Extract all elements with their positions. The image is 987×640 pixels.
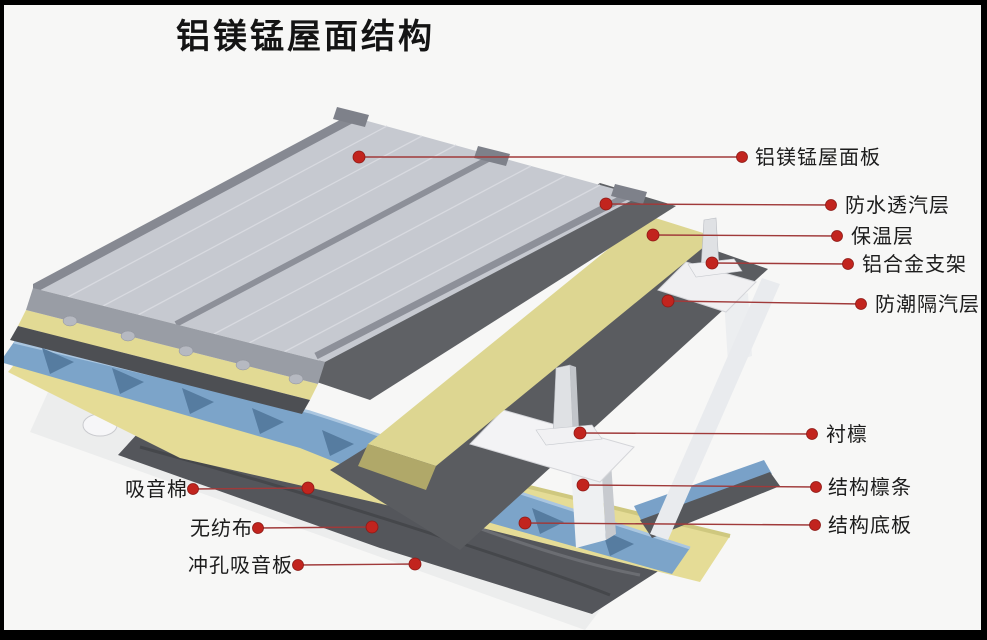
leader-dot bbox=[301, 481, 315, 495]
leader-dot bbox=[831, 230, 843, 242]
leader-dot bbox=[518, 516, 532, 530]
roof-panel-grooves bbox=[67, 125, 601, 353]
leader-line bbox=[652, 234, 838, 237]
leader-line bbox=[297, 563, 416, 566]
left-insulation-strip bbox=[18, 310, 318, 400]
leader-dot bbox=[806, 428, 818, 440]
roof-eave-tabs bbox=[62, 315, 304, 385]
leader-line bbox=[257, 526, 373, 529]
leader-line bbox=[711, 262, 849, 265]
leader-dot bbox=[576, 478, 590, 492]
leader-dot bbox=[705, 256, 719, 270]
diagram-canvas: 铝镁锰屋面结构 铝镁锰屋面板 防水透汽层 保温层 铝合金支架 防潮隔汽层 衬檩 … bbox=[4, 18, 980, 630]
label-roof-panel: 铝镁锰屋面板 bbox=[755, 146, 881, 169]
leader-line bbox=[667, 300, 862, 305]
leader-dot bbox=[408, 557, 422, 571]
leader-line bbox=[605, 203, 832, 206]
leader-dot bbox=[646, 228, 660, 242]
roof-seam-caps bbox=[333, 107, 647, 204]
left-membrane-strip bbox=[10, 326, 310, 414]
leader-dot bbox=[352, 150, 366, 164]
roof-eave-fascia bbox=[26, 288, 325, 384]
diagram-background: 铝镁锰屋面结构 铝镁锰屋面板 防水透汽层 保温层 铝合金支架 防潮隔汽层 衬檩 … bbox=[4, 5, 981, 630]
label-insulation: 保温层 bbox=[851, 225, 914, 248]
leader-dots bbox=[187, 150, 867, 571]
leader-dot bbox=[825, 199, 837, 211]
label-vapor-barrier: 防潮隔汽层 bbox=[875, 293, 980, 316]
label-waterproof: 防水透汽层 bbox=[845, 194, 950, 217]
leader-line bbox=[582, 484, 817, 488]
roof-standing-seams bbox=[174, 153, 633, 360]
label-structural-purlin: 结构檩条 bbox=[828, 476, 912, 499]
leader-dot bbox=[292, 559, 304, 571]
label-structural-deck: 结构底板 bbox=[828, 514, 912, 537]
leader-line bbox=[192, 487, 309, 490]
leader-dot bbox=[599, 197, 613, 211]
roof-left-seam bbox=[33, 113, 353, 294]
roof-panel-assembly bbox=[26, 107, 647, 385]
label-perforated-panel: 冲孔吸音板 bbox=[188, 554, 293, 577]
leader-lines bbox=[192, 156, 862, 566]
leader-line bbox=[524, 522, 816, 526]
label-liner-purlin: 衬檩 bbox=[826, 423, 868, 446]
leader-dot bbox=[661, 294, 675, 308]
leader-dot bbox=[187, 483, 199, 495]
leader-dot bbox=[855, 298, 867, 310]
label-bracket: 铝合金支架 bbox=[862, 253, 967, 276]
leader-dot bbox=[365, 520, 379, 534]
leader-line bbox=[579, 432, 813, 435]
page-title: 铝镁锰屋面结构 bbox=[176, 18, 435, 56]
leader-dot bbox=[810, 481, 822, 493]
leader-dot bbox=[573, 426, 587, 440]
label-sound-cotton: 吸音棉 bbox=[125, 478, 188, 501]
vapor-barrier-layer bbox=[330, 243, 768, 550]
waterproof-membrane-layer bbox=[296, 183, 676, 400]
leader-dot bbox=[809, 519, 821, 531]
leader-dot bbox=[842, 258, 854, 270]
insulation-board bbox=[358, 216, 716, 490]
leader-dot bbox=[252, 522, 264, 534]
label-nonwoven: 无纺布 bbox=[190, 517, 253, 540]
leader-dot bbox=[736, 151, 748, 163]
